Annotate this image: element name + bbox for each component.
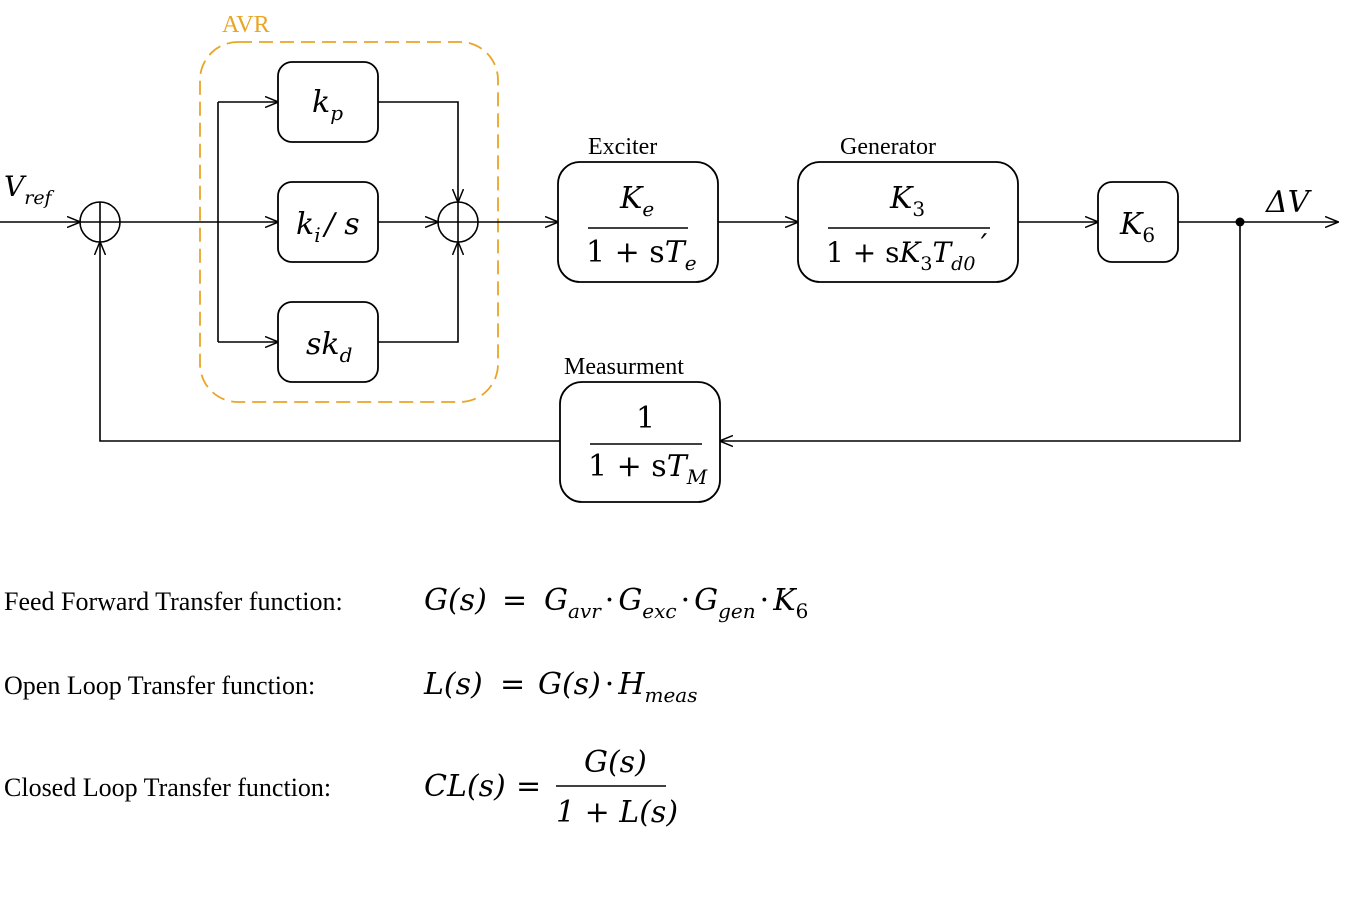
measurement-numerator: 1 [636, 401, 655, 436]
equation-closed-loop: Closed Loop Transfer function: CL(s) = G… [4, 745, 678, 830]
equation-open-loop: Open Loop Transfer function: L(s) = G(s)… [4, 667, 698, 707]
kd-label: skd [306, 327, 352, 367]
input-label-vref: Vref [4, 170, 55, 209]
open-loop-equals: = [500, 667, 525, 702]
feedback-wire-to-measurement [720, 222, 1241, 441]
closed-loop-numerator: G(s) [584, 745, 647, 780]
closed-loop-denominator: 1 + L(s) [556, 795, 678, 830]
open-loop-lhs: L(s) [423, 667, 483, 702]
measurement-block [559, 381, 721, 503]
open-loop-label: Open Loop Transfer function: [4, 671, 315, 700]
closed-loop-equals: = [516, 769, 541, 804]
feedback-wire-to-summer [100, 242, 560, 442]
closed-loop-label: Closed Loop Transfer function: [4, 773, 331, 802]
feed-forward-equals: = [502, 583, 527, 618]
closed-loop-lhs: CL(s) [424, 769, 506, 804]
kd-output-wire [378, 242, 458, 343]
summing-junction-pid [437, 201, 479, 243]
exciter-numerator: Ke [619, 181, 654, 221]
equation-feed-forward: Feed Forward Transfer function: G(s) = G… [4, 583, 808, 623]
kp-label: kp [312, 85, 343, 125]
measurement-denominator: 1 + sTM [588, 449, 708, 489]
generator-numerator: K3 [889, 181, 925, 221]
summing-junction-input [79, 201, 121, 243]
measurement-title: Measurment [564, 354, 684, 380]
generator-denominator: 1 + sK3Td0´ [826, 230, 989, 275]
ki-label: ki/ s [296, 207, 360, 247]
exciter-denominator: 1 + sTe [586, 235, 697, 275]
kp-output-wire [378, 101, 458, 202]
generator-title: Generator [840, 134, 936, 160]
avr-label: AVR [222, 12, 270, 38]
open-loop-rhs: G(s)·Hmeas [538, 667, 698, 707]
output-label-delta-v: ΔV [1265, 185, 1313, 220]
k6-label: K6 [1119, 207, 1155, 247]
exciter-title: Exciter [588, 134, 657, 160]
feed-forward-lhs: G(s) [424, 583, 487, 618]
feed-forward-rhs: Gavr·Gexc·Ggen·K6 [544, 583, 808, 623]
feed-forward-label: Feed Forward Transfer function: [4, 587, 343, 616]
